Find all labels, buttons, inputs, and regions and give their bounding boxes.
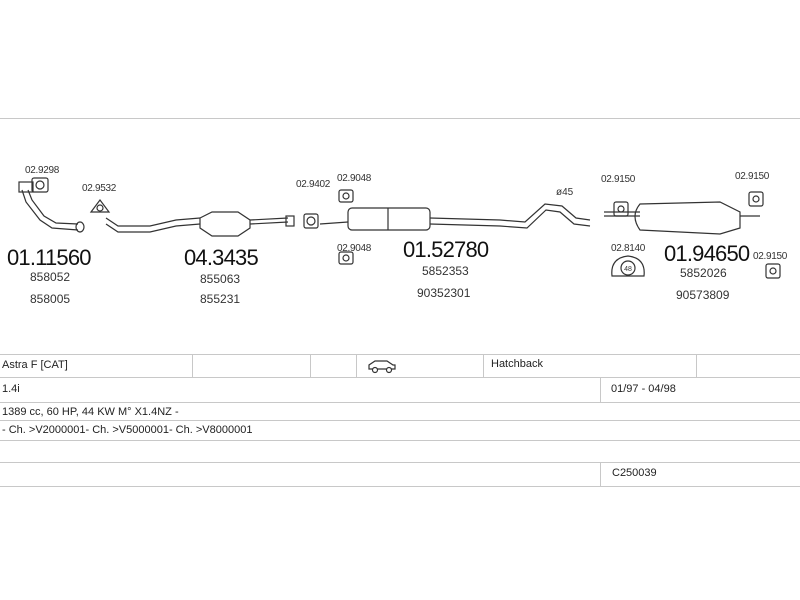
front-pipe-inner bbox=[27, 189, 79, 225]
section-1-ref-2: 858005 bbox=[30, 292, 71, 306]
clamp-02-9298-icon bbox=[31, 177, 49, 193]
front-pipe bbox=[21, 189, 79, 231]
table-rule-1 bbox=[0, 377, 800, 378]
catalytic-converter bbox=[199, 211, 251, 237]
section-2-ref-1: 855063 bbox=[200, 272, 241, 286]
section-3-ref-2: 90352301 bbox=[417, 286, 471, 300]
clamp-02-9048-lower-icon bbox=[338, 251, 354, 265]
clamp-label-02-9048-upper: 02.9048 bbox=[337, 173, 372, 184]
section-4-ref-1: 5852026 bbox=[680, 266, 727, 280]
table-col-2 bbox=[310, 354, 311, 377]
section-1-ref-1: 858052 bbox=[30, 270, 71, 284]
middle-inlet-pipe bbox=[319, 221, 349, 225]
converter-end-flange bbox=[285, 215, 295, 227]
clamp-label-02-9402: 02.9402 bbox=[296, 179, 331, 190]
table-rule-bottom bbox=[0, 486, 800, 487]
section-4-ref-2: 90573809 bbox=[676, 288, 730, 302]
body-type: Hatchback bbox=[491, 358, 543, 370]
exhaust-drawing: 48 ø45 bbox=[18, 177, 781, 279]
top-rule bbox=[0, 118, 800, 119]
section-2-ref-2: 855231 bbox=[200, 292, 241, 306]
rubber-mount-02-8140-icon bbox=[611, 255, 645, 277]
engine: 1.4i bbox=[2, 383, 20, 395]
section-3-ref-1: 5852353 bbox=[422, 264, 469, 278]
table-col-1 bbox=[192, 354, 193, 377]
clamp-02-9150-right-icon bbox=[748, 191, 764, 207]
middle-silencer bbox=[347, 207, 431, 231]
car-icon bbox=[368, 360, 396, 374]
table-col-3 bbox=[356, 354, 357, 377]
rubber-mount-ring-label: 48 bbox=[624, 266, 632, 273]
table-col-4 bbox=[483, 354, 484, 377]
front-pipe-flange bbox=[18, 181, 34, 193]
model-name: Astra F [CAT] bbox=[2, 359, 68, 371]
clamp-label-02-9150-left: 02.9150 bbox=[601, 174, 636, 185]
clamp-label-02-9150-lower: 02.9150 bbox=[753, 251, 788, 262]
catalog-code: C250039 bbox=[612, 467, 657, 479]
clamp-label-02-9150-right: 02.9150 bbox=[735, 171, 770, 182]
table-rule-top bbox=[0, 354, 800, 355]
section-3-part-number: 01.52780 bbox=[403, 237, 489, 262]
table-rule-3 bbox=[0, 420, 800, 421]
clamp-label-02-8140: 02.8140 bbox=[611, 243, 646, 254]
clamp-02-9532-icon bbox=[89, 199, 111, 213]
middle-outlet-pipe bbox=[429, 203, 591, 223]
pipe-diameter-marker: ø45 bbox=[556, 187, 574, 198]
clamp-02-9150-lower-icon bbox=[765, 263, 781, 279]
section-4-part-number: 01.94650 bbox=[664, 241, 750, 266]
table-col-code bbox=[600, 462, 601, 486]
table-col-period bbox=[600, 377, 601, 402]
exhaust-diagram: 48 ø45 02.9298 02.9532 02.9402 02.9048 0… bbox=[0, 120, 800, 350]
front-pipe-end bbox=[75, 221, 85, 233]
production-period: 01/97 - 04/98 bbox=[611, 383, 676, 395]
table-rule-2 bbox=[0, 402, 800, 403]
chassis-range: - Ch. >V2000001- Ch. >V5000001- Ch. >V80… bbox=[2, 424, 253, 436]
section-1-part-number: 01.11560 bbox=[7, 245, 92, 270]
clamp-label-02-9048-lower: 02.9048 bbox=[337, 243, 372, 254]
table-rule-5 bbox=[0, 462, 800, 463]
engine-spec: 1389 cc, 60 HP, 44 KW M° X1.4NZ - bbox=[2, 406, 179, 418]
clamp-label-02-9298: 02.9298 bbox=[25, 165, 60, 176]
clamp-02-9048-upper-icon bbox=[338, 189, 354, 203]
table-rule-4 bbox=[0, 440, 800, 441]
rear-silencer bbox=[634, 201, 741, 235]
section-2-part-number: 04.3435 bbox=[184, 245, 259, 270]
clamp-label-02-9532: 02.9532 bbox=[82, 183, 117, 194]
intermediate-pipe bbox=[105, 223, 201, 233]
table-col-5 bbox=[696, 354, 697, 377]
clamp-02-9150-left-icon bbox=[613, 201, 629, 217]
intermediate-pipe-inner bbox=[105, 217, 201, 227]
clamp-02-9402-icon bbox=[303, 213, 319, 229]
